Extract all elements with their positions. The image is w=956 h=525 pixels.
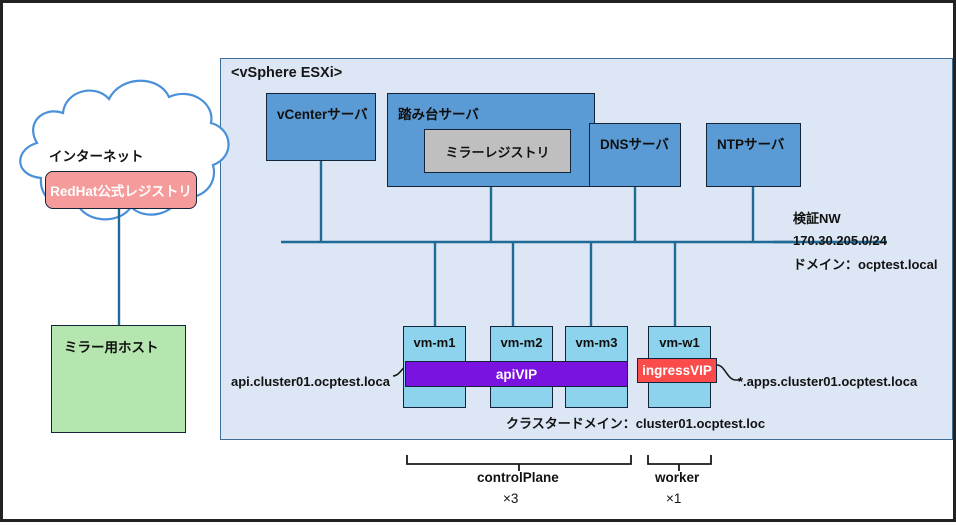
cluster-domain-label: クラスタードメイン：cluster01.ocptest.loc: [506, 416, 766, 431]
controlplane-label: controlPlane: [477, 470, 559, 485]
network-domain-label: ドメイン：ocptest.local: [793, 257, 938, 272]
vcenter-server-box: vCenterサーバ: [266, 93, 376, 161]
internet-label: インターネット: [49, 149, 144, 164]
controlplane-count: ×3: [503, 491, 519, 506]
network-name-label: 検証NW: [793, 211, 841, 226]
worker-bracket: [647, 455, 712, 465]
apivip-fqdn-label: api.cluster01.ocptest.loca: [231, 374, 390, 389]
mirror-host-box: ミラー用ホスト: [51, 325, 186, 433]
ntp-server-box: NTPサーバ: [706, 123, 801, 187]
controlplane-bracket: [406, 455, 632, 465]
network-cidr-label: 170.30.205.0/24: [793, 233, 887, 248]
redhat-official-registry: RedHat公式レジストリ: [45, 171, 197, 209]
dns-server-box: DNSサーバ: [589, 123, 681, 187]
worker-label: worker: [655, 470, 700, 485]
mirror-registry-box: ミラーレジストリ: [424, 129, 571, 173]
worker-count: ×1: [666, 491, 682, 506]
ingressvip-bar: ingressVIP: [637, 358, 717, 383]
ingressvip-fqdn-label: *.apps.cluster01.ocptest.loca: [738, 374, 918, 389]
apivip-bar: apiVIP: [405, 361, 628, 387]
vsphere-esxi-label: <vSphere ESXi>: [231, 65, 343, 81]
